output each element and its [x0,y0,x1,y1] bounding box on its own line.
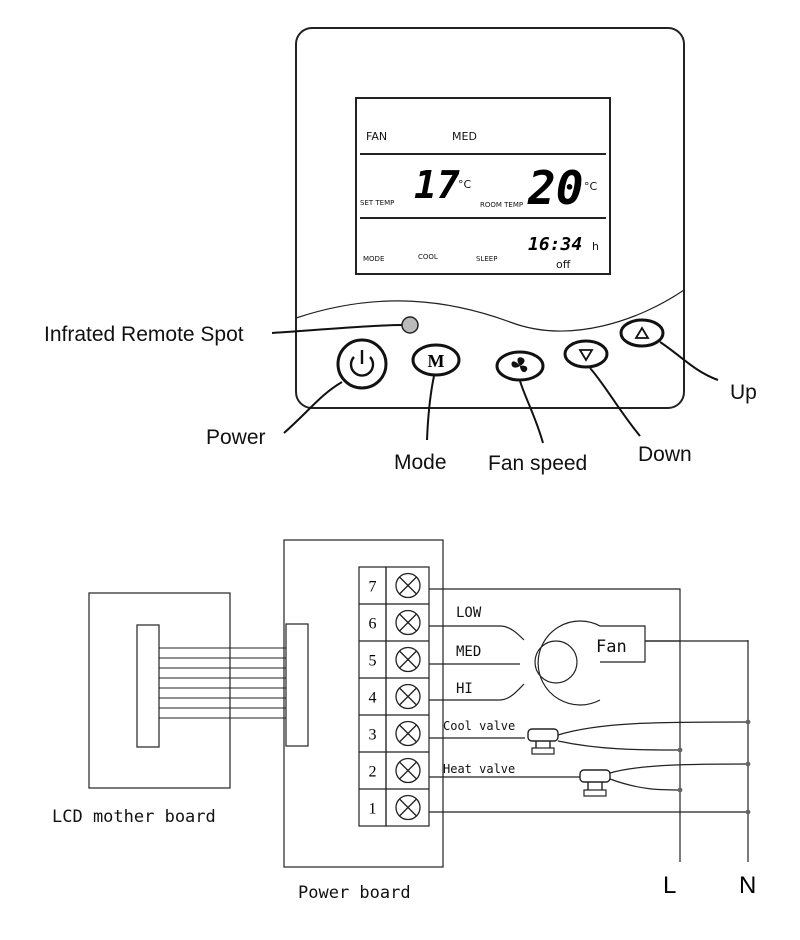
down-button[interactable] [563,339,609,369]
terminal-screw-icon [395,572,421,599]
callout-power: Power [206,426,266,449]
lcd-board-label: LCD mother board [52,807,216,827]
wire-cool-valve-N [557,721,749,736]
ir-sensor-icon [401,316,419,334]
terminal-number: 2 [369,764,377,781]
heat-valve-icon [579,769,611,797]
lcd-room-temp: 20 [527,161,583,215]
terminal-row: 6 [359,603,429,636]
terminal-row: 7 [369,572,421,599]
terminal-screw-icon [395,683,421,710]
lcd-mode-value: COOL [418,253,438,261]
callout-ir-spot: Infrated Remote Spot [44,323,244,346]
lcd-fan-label: FAN [366,130,387,143]
panel-wave [295,289,685,332]
line-N-label: N [739,872,756,899]
lcd-set-temp-label: SET TEMP [360,199,394,207]
power-board-label: Power board [298,883,411,903]
junction-dots [677,719,751,815]
terminal-number: 4 [369,690,377,707]
fan-speed-med: MED [456,644,481,660]
heat-valve-label: Heat valve [443,762,515,776]
cool-valve-label: Cool valve [443,719,515,733]
terminal-block [358,566,430,827]
terminal-row: 4 [359,677,429,710]
callout-mode: Mode [394,451,447,474]
fan-label: Fan [596,637,627,657]
cool-valve-icon [527,728,559,755]
lcd-set-temp-unit: °C [458,178,472,191]
terminal-row: 3 [359,714,429,747]
lcd-screen: FAN MED SET TEMP 17 °C ROOM TEMP 20 °C M… [355,97,611,275]
leader-up [659,341,719,381]
lcd-sleep-label: SLEEP [476,255,497,263]
callout-down: Down [638,443,692,466]
terminal-row: 1 [359,788,429,821]
wiring-diagram: LCD mother board Power board 7 6 5 4 3 2 1 [52,539,756,903]
ribbon-cable [159,647,286,719]
terminal-row: 5 [359,640,429,673]
fan-motor-icon [534,620,646,706]
callout-up: Up [730,381,757,404]
up-button[interactable] [619,318,665,348]
terminal-rows: 7 6 5 4 3 2 1 [359,572,429,821]
fan-speed-low: LOW [456,605,482,621]
terminal-screw-icon [395,794,421,821]
wire-heat-valve-L [609,778,681,791]
terminal-screw-icon [395,646,421,673]
fan-speed-wires [429,625,525,701]
fan-speed-hi: HI [456,681,473,697]
line-L-label: L [663,872,676,899]
callout-fan-speed: Fan speed [488,452,587,475]
lcd-timer-state: off [556,258,571,271]
terminal-number: 7 [369,579,377,596]
terminal-screw-icon [395,609,421,636]
power-board [283,539,444,868]
wire-terminal-7-L [429,588,681,862]
terminal-row: 2 [359,751,429,784]
terminal-screw-icon [395,720,421,747]
fan-speed-button[interactable] [495,350,545,382]
leader-down [589,367,641,437]
lcd-mother-board [88,592,231,789]
terminal-number: 6 [369,616,377,633]
callout-leaders [271,324,719,444]
lcd-room-temp-label: ROOM TEMP [480,201,523,209]
lcd-set-temp: 17 [414,163,460,207]
terminal-number: 3 [369,727,377,744]
lcd-connector [136,624,160,748]
terminal-number: 1 [369,801,377,818]
terminal-number: 5 [369,653,377,670]
power-button[interactable] [336,338,388,390]
lcd-mode-label: MODE [363,255,384,263]
lcd-fan-value: MED [452,130,477,143]
power-board-connector [285,623,309,747]
leader-power [283,381,343,434]
leader-ir-spot [271,324,403,334]
wire-heat-valve-N [609,763,749,774]
mode-icon: M [428,351,445,371]
mode-button[interactable]: M [411,343,461,377]
lcd-time-unit: h [592,240,599,253]
power-icon [349,350,375,377]
down-arrow-icon [578,349,594,362]
up-arrow-icon [634,326,650,339]
lcd-room-temp-unit: °C [584,180,598,193]
terminal-screw-icon [395,757,421,784]
wire-cool-valve-L [557,740,681,751]
fan-icon [511,357,528,373]
leader-fan-speed [519,380,544,444]
leader-mode [426,375,435,441]
lcd-time: 16:34 [528,234,582,255]
